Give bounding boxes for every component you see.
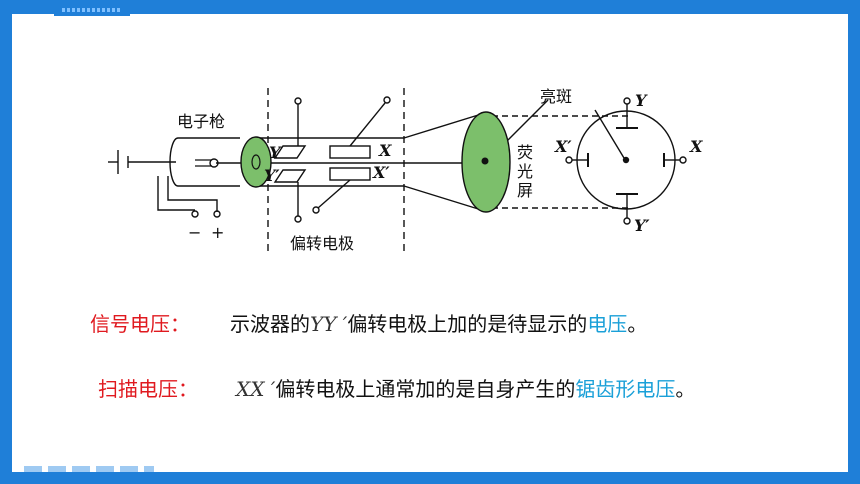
screen-yp-label: Y′ <box>634 216 650 235</box>
signal-symbol: YY ′ <box>310 312 348 336</box>
sweep-voltage-term: 扫描电压： <box>98 377 198 401</box>
yp-plate-label: Y′ <box>264 166 280 185</box>
bright-spot <box>481 157 489 165</box>
sweep-symbol: XX ′ <box>236 377 276 401</box>
sweep-end: 。 <box>675 377 696 401</box>
bright-spot-label: 亮斑 <box>540 87 572 106</box>
minus-label: − <box>188 223 201 242</box>
signal-text-middle: 偏转电极上加的是待显示的 <box>347 312 588 336</box>
top-tab-decoration <box>54 4 130 16</box>
screen-x-label: X <box>689 137 703 156</box>
screen-label-char-1: 荧 <box>517 143 533 162</box>
sweep-text-middle: 偏转电极上通常加的是自身产生的 <box>275 377 576 401</box>
signal-voltage-line: 信号电压： 示波器的YY ′偏转电极上加的是待显示的电压。 <box>90 308 647 337</box>
x-plate-label: X <box>378 141 392 160</box>
signal-end: 。 <box>627 312 648 336</box>
screen-label-char-2: 光 <box>517 162 533 181</box>
xp-plate-label: X′ <box>372 163 390 182</box>
bottom-tick-decoration <box>24 466 154 472</box>
signal-text-before: 示波器的 <box>230 312 310 336</box>
sweep-highlight: 锯齿形电压 <box>575 377 676 401</box>
sweep-voltage-line: 扫描电压： XX ′偏转电极上通常加的是自身产生的锯齿形电压。 <box>98 373 695 402</box>
screen-y-label: Y <box>635 91 648 110</box>
y-plate-label: Y <box>269 143 282 162</box>
electron-gun-anode <box>240 136 272 188</box>
screen-label-char-3: 屏 <box>517 181 533 200</box>
electron-gun-label: 电子枪 <box>177 112 225 131</box>
screen-xp-label: X′ <box>554 137 572 156</box>
signal-highlight: 电压 <box>587 312 628 336</box>
screen-view-spot <box>622 156 630 164</box>
plus-label: + <box>211 223 224 242</box>
signal-voltage-term: 信号电压： <box>90 312 190 336</box>
electrodes-label: 偏转电极 <box>290 234 354 253</box>
